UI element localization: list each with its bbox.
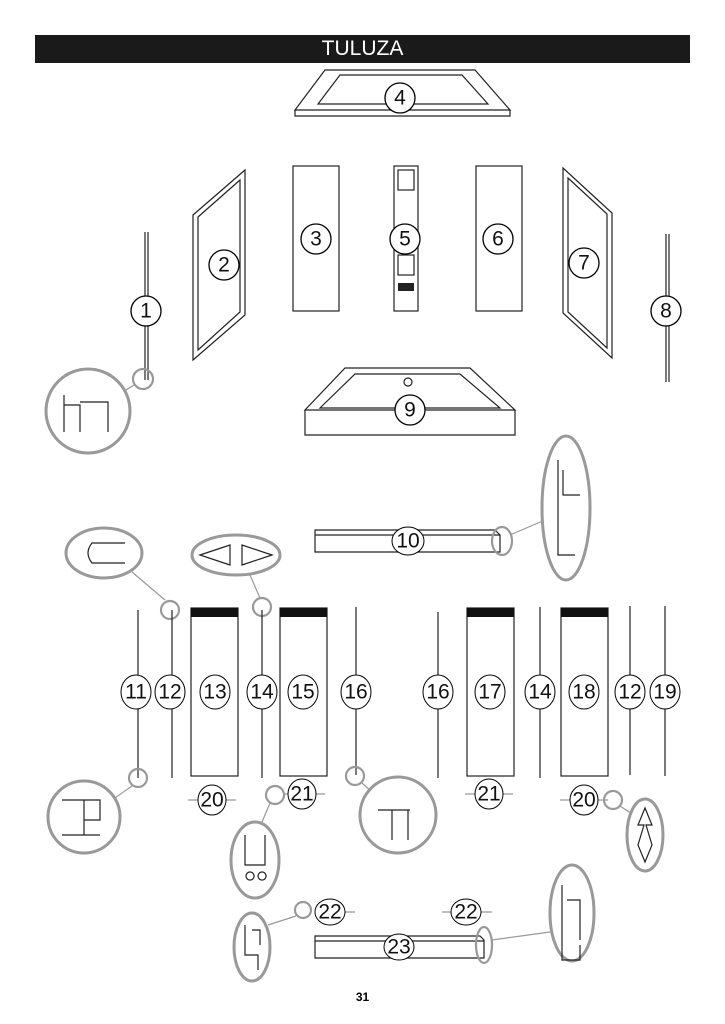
part-6-back-panel [475,165,523,312]
detail-callout-seal-12 [64,526,144,580]
part-7-side-panel [562,166,613,360]
svg-text:4: 4 [394,87,406,110]
detail-callout-profile-1 [44,367,132,455]
label-part-2: 2 [208,249,240,281]
label-part-19: 19 [649,674,681,710]
svg-text:12: 12 [618,681,641,704]
label-part-22: 22 [314,898,346,926]
label-part-7: 7 [568,247,600,279]
svg-text:22: 22 [454,901,477,924]
svg-text:1: 1 [140,300,152,323]
svg-text:16: 16 [344,681,367,704]
svg-text:13: 13 [203,681,226,704]
detail-callout-profile-23 [548,863,596,963]
label-part-15: 15 [287,674,319,710]
label-part-14: 14 [246,674,278,710]
label-part-3: 3 [300,223,332,255]
label-part-5: 5 [389,223,421,255]
svg-text:3: 3 [310,228,322,251]
label-part-4: 4 [384,82,416,114]
svg-text:21: 21 [290,783,313,806]
svg-text:2: 2 [218,254,230,277]
label-part-22-b: 22 [450,898,482,926]
label-part-10: 10 [391,526,425,556]
detail-callout-seal-22 [232,911,272,983]
part-9-shower-tray [303,367,517,436]
svg-text:7: 7 [578,252,590,275]
label-part-23: 23 [383,933,415,961]
label-part-13: 13 [199,674,231,710]
svg-text:22: 22 [318,901,341,924]
label-part-8: 8 [650,295,682,327]
label-part-12: 12 [154,674,186,710]
label-part-17: 17 [474,674,506,710]
detail-callout-seal-21 [229,820,281,900]
label-part-6: 6 [482,223,514,255]
label-part-21-b: 21 [474,778,504,810]
svg-text:11: 11 [125,681,147,704]
label-part-1: 1 [130,295,162,327]
svg-text:16: 16 [426,681,449,704]
label-part-20: 20 [197,784,227,816]
svg-text:20: 20 [572,789,595,812]
page-title: TULUZA [35,35,690,63]
svg-text:5: 5 [399,228,411,251]
svg-text:18: 18 [572,681,595,704]
page-number: 31 [355,990,370,1004]
svg-text:14: 14 [250,681,274,704]
svg-text:10: 10 [396,530,419,553]
svg-text:20: 20 [200,789,223,812]
svg-text:8: 8 [660,300,672,323]
svg-text:23: 23 [387,936,410,959]
label-part-20-b: 20 [569,784,599,816]
label-part-21: 21 [287,778,317,810]
label-part-16: 16 [340,674,372,710]
detail-callout-seal-20 [625,797,665,873]
svg-text:21: 21 [477,783,500,806]
svg-text:19: 19 [653,681,676,704]
detail-callout-profile-10 [540,434,592,582]
label-part-11: 11 [120,674,152,710]
label-part-12-b: 12 [614,674,646,710]
label-part-16-b: 16 [422,674,454,710]
detail-callout-seal-16 [358,775,438,855]
part-3-back-panel [292,165,340,312]
label-part-9: 9 [394,394,426,426]
label-part-18: 18 [568,674,600,710]
label-part-14-b: 14 [524,674,556,710]
svg-text:12: 12 [158,681,181,704]
svg-text:9: 9 [404,399,416,422]
detail-callout-seal-14 [190,533,282,577]
svg-text:14: 14 [528,681,552,704]
svg-text:15: 15 [291,681,314,704]
part-4-top-tray [293,69,512,117]
svg-text:17: 17 [478,681,501,704]
svg-text:6: 6 [492,228,504,251]
part-2-side-panel [192,168,246,362]
